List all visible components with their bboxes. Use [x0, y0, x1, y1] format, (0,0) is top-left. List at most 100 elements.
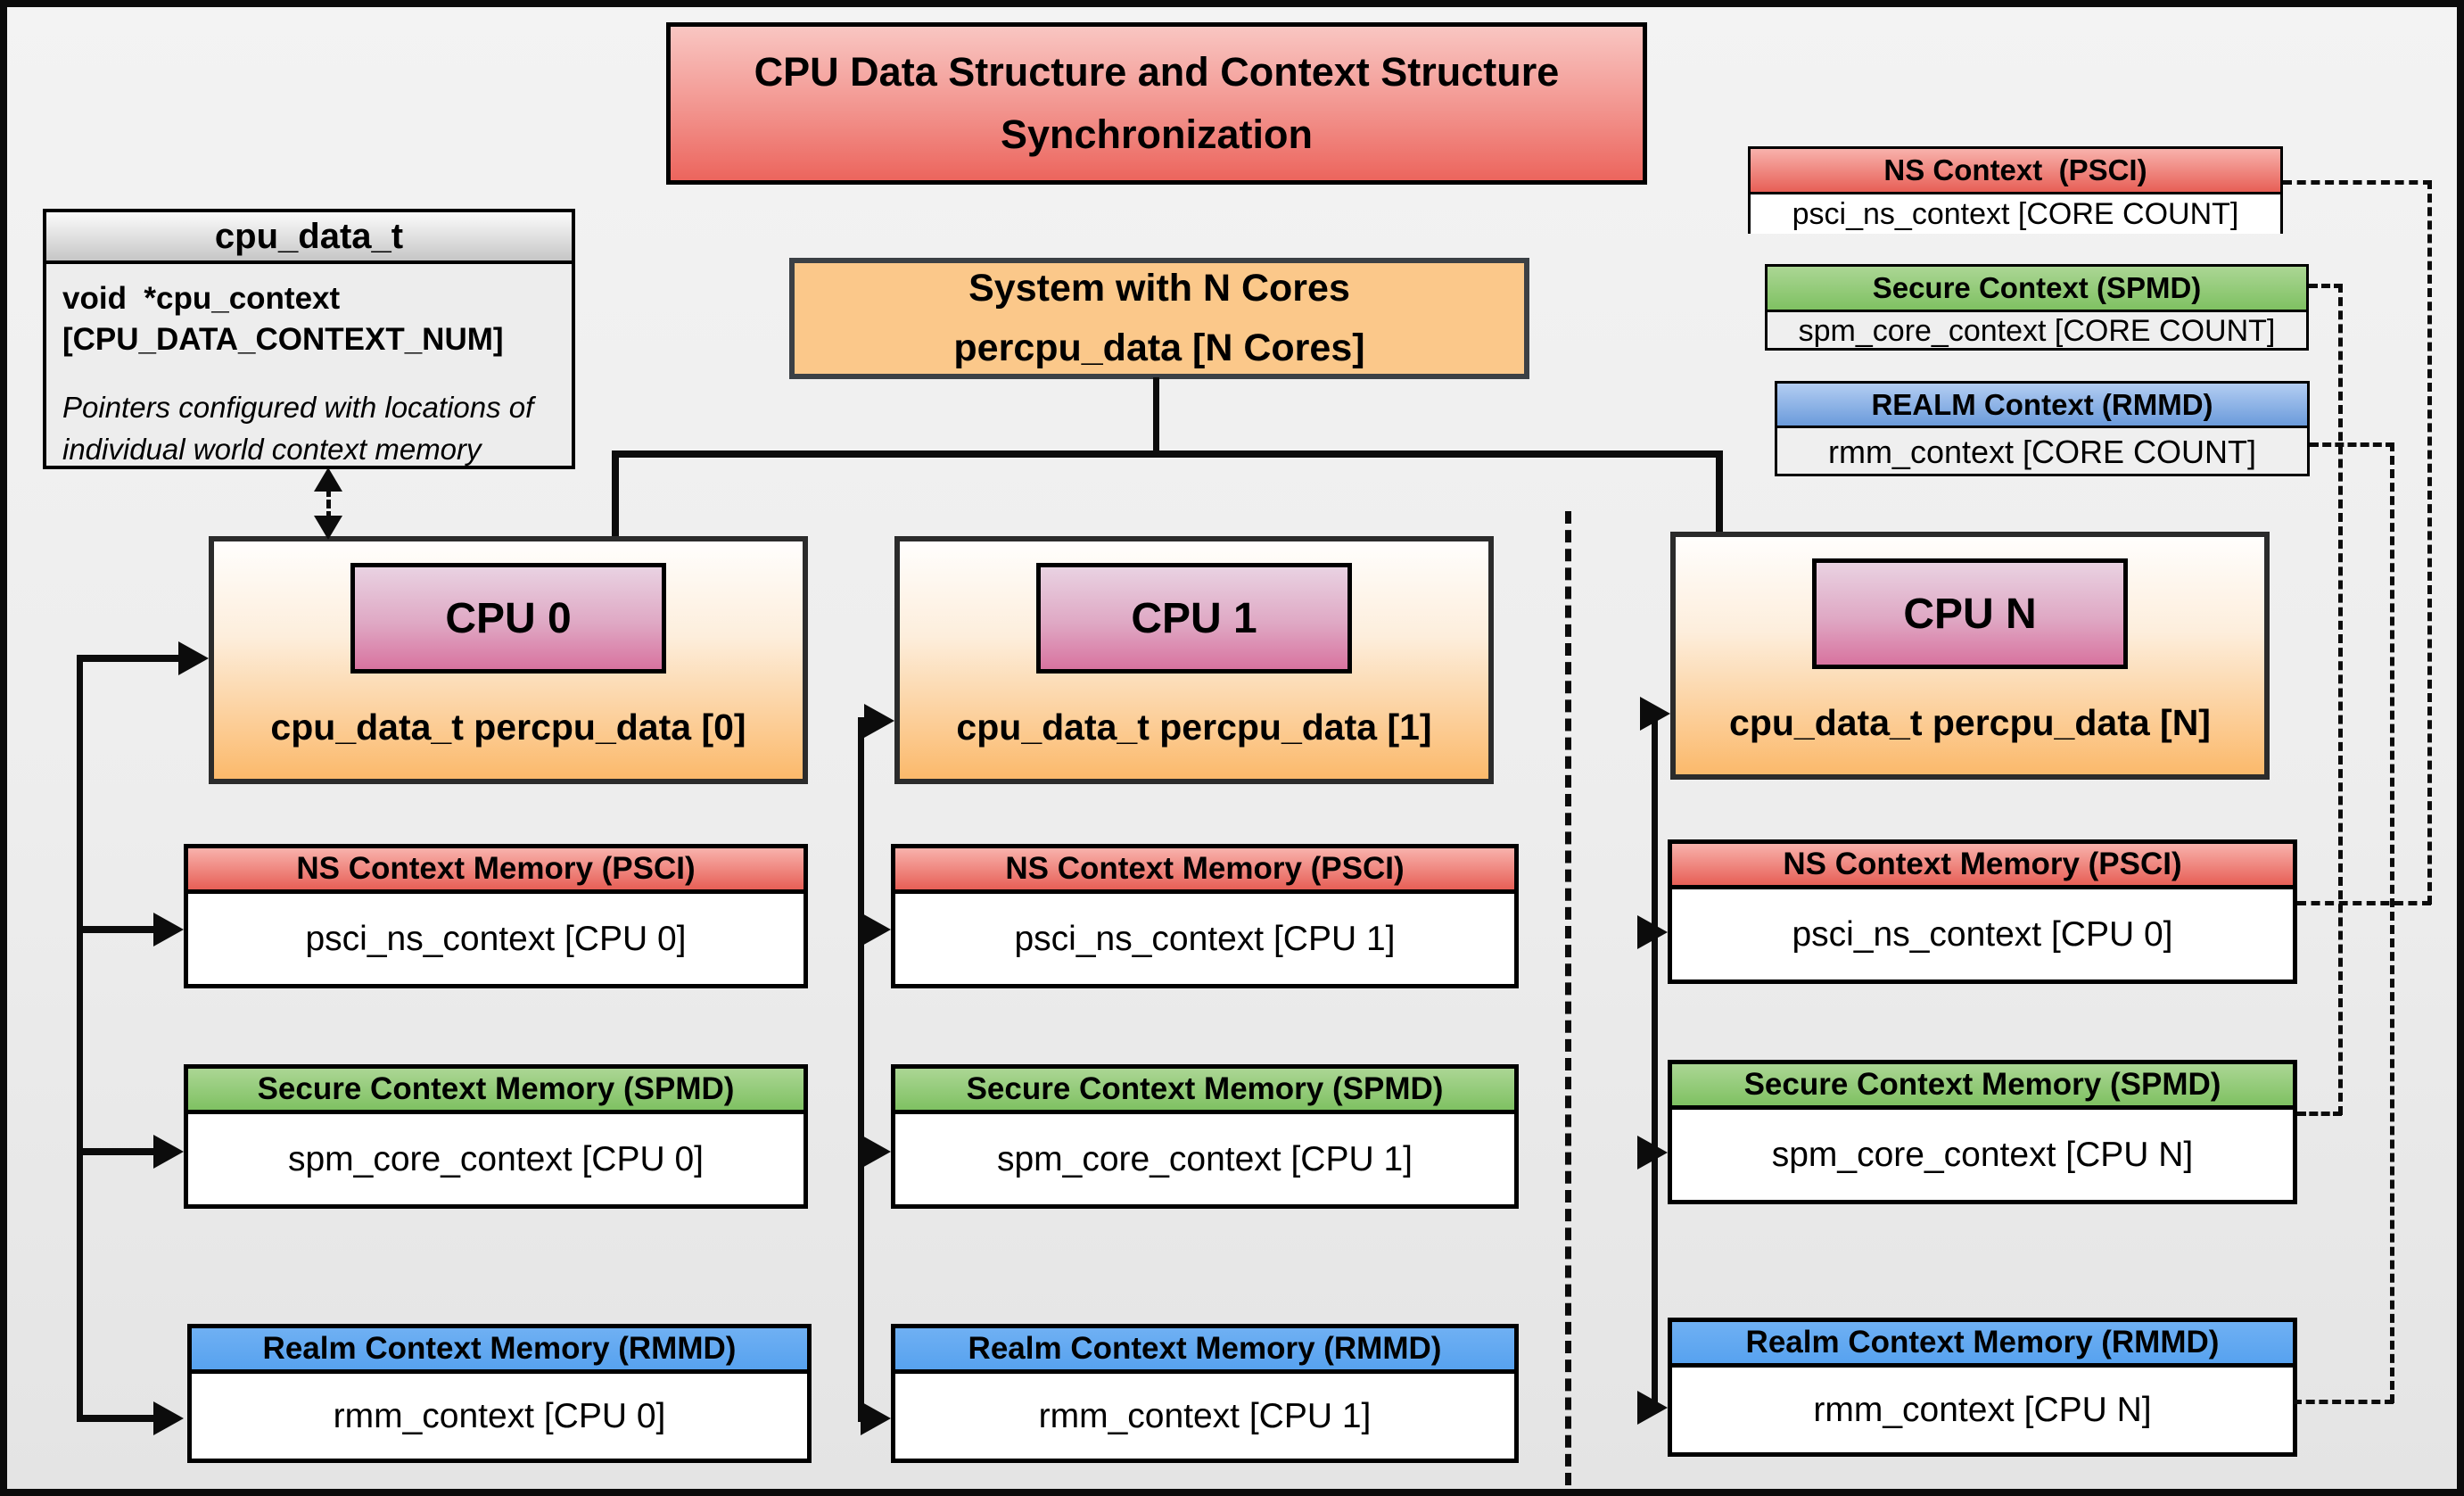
- ctx-realm-cpu1-text: rmm_context [CPU 1]: [1038, 1396, 1372, 1435]
- connector-secure-dash-v: [2338, 284, 2343, 1115]
- ctx-ns-cpuN-header: NS Context Memory (PSCI): [1672, 844, 2293, 889]
- legend-secure-title: Secure Context (SPMD): [1872, 271, 2202, 304]
- connector-system-vertical: [1153, 377, 1159, 454]
- legend-realm-text: rmm_context [CORE COUNT]: [1827, 434, 2257, 470]
- connector-bus-horizontal: [612, 450, 1723, 458]
- connector-ns-dash-h1: [2283, 180, 2432, 185]
- legend-realm-body: rmm_context [CORE COUNT]: [1777, 428, 2307, 476]
- arrowhead-right: [1637, 1136, 1668, 1170]
- connector-bus-drop-right: [1716, 450, 1723, 532]
- connector-secure-dash-h2: [2297, 1112, 2342, 1116]
- cpu0-data-label: cpu_data_t percpu_data [0]: [270, 707, 746, 748]
- cpu-data-struct-box: cpu_data_t void *cpu_context [CPU_DATA_C…: [43, 209, 575, 469]
- diagram-title: CPU Data Structure and Context Structure…: [754, 49, 1570, 157]
- ctx-ns-cpuN-title: NS Context Memory (PSCI): [1783, 847, 2182, 881]
- ctx-realm-cpu1-body: rmm_context [CPU 1]: [895, 1374, 1514, 1459]
- ctx-ns-cpuN-text: psci_ns_context [CPU 0]: [1792, 914, 2173, 954]
- struct-field-line2: [CPU_DATA_CONTEXT_NUM]: [62, 322, 504, 358]
- cpu1-box: CPU 1 cpu_data_t percpu_data [1]: [894, 536, 1494, 784]
- connector-bus-drop-left: [612, 450, 619, 536]
- connector-cpu1-bus: [858, 721, 864, 1422]
- ctx-box-ns-cpu0: NS Context Memory (PSCI) psci_ns_context…: [184, 844, 808, 988]
- cpu1-label: CPU 1: [1131, 594, 1257, 642]
- cpu-data-struct-body: void *cpu_context [CPU_DATA_CONTEXT_NUM]…: [46, 264, 572, 484]
- ctx-ns-cpu0-body: psci_ns_context [CPU 0]: [188, 894, 803, 984]
- cpuN-label: CPU N: [1903, 590, 2037, 638]
- connector-cpu0-arrow4: [77, 1415, 153, 1422]
- arrowhead-right: [178, 641, 209, 675]
- arrowhead-up: [314, 467, 342, 492]
- connector-ns-dash-v: [2427, 180, 2432, 905]
- connector-cpu0-bus: [77, 658, 83, 1422]
- ctx-realm-cpu0-text: rmm_context [CPU 0]: [333, 1396, 666, 1435]
- connector-cpu0-arrow3: [77, 1148, 153, 1155]
- connector-secure-dash-h1: [2309, 284, 2343, 288]
- connector-cpuN-bus: [1652, 710, 1658, 1411]
- arrowhead-right: [153, 1135, 184, 1169]
- connector-cpu0-arrow2: [77, 926, 153, 933]
- connector-cpu1-arrow1: [858, 717, 869, 724]
- ctx-box-secure-cpu0: Secure Context Memory (SPMD) spm_core_co…: [184, 1064, 808, 1209]
- legend-ns-title: NS Context (PSCI): [1883, 153, 2147, 186]
- struct-field-line1: void *cpu_context: [62, 281, 341, 316]
- ctx-realm-cpuN-body: rmm_context [CPU N]: [1672, 1368, 2293, 1452]
- ctx-secure-cpu0-text: spm_core_context [CPU 0]: [287, 1139, 705, 1178]
- ctx-realm-cpu1-title: Realm Context Memory (RMMD): [968, 1331, 1442, 1366]
- connector-struct-dashed: [326, 488, 331, 520]
- ctx-ns-cpu1-body: psci_ns_context [CPU 1]: [895, 894, 1514, 984]
- connector-ns-dash-h2: [2297, 901, 2431, 905]
- ctx-realm-cpuN-header: Realm Context Memory (RMMD): [1672, 1322, 2293, 1368]
- cpuN-label-box: CPU N: [1812, 558, 2128, 669]
- legend-secure-header: Secure Context (SPMD): [1768, 267, 2306, 312]
- cpu-data-struct-header: cpu_data_t: [46, 212, 572, 264]
- ctx-secure-cpuN-header: Secure Context Memory (SPMD): [1672, 1064, 2293, 1110]
- cpu0-label-box: CPU 0: [350, 563, 666, 674]
- ctx-ns-cpu1-text: psci_ns_context [CPU 1]: [1014, 919, 1396, 958]
- ctx-realm-cpu0-title: Realm Context Memory (RMMD): [262, 1331, 737, 1366]
- system-line1: System with N Cores: [968, 267, 1350, 310]
- ctx-ns-cpu0-title: NS Context Memory (PSCI): [296, 851, 696, 886]
- cpuN-data-label: cpu_data_t percpu_data [N]: [1729, 702, 2211, 743]
- diagram-title-box: CPU Data Structure and Context Structure…: [666, 22, 1647, 185]
- arrowhead-right: [861, 1135, 891, 1169]
- ctx-secure-cpu1-header: Secure Context Memory (SPMD): [895, 1069, 1514, 1114]
- ctx-secure-cpu0-header: Secure Context Memory (SPMD): [188, 1069, 803, 1114]
- ctx-box-realm-cpu0: Realm Context Memory (RMMD) rmm_context …: [187, 1324, 812, 1463]
- ctx-box-ns-cpuN: NS Context Memory (PSCI) psci_ns_context…: [1668, 839, 2297, 984]
- ctx-realm-cpu0-header: Realm Context Memory (RMMD): [192, 1328, 807, 1374]
- cpu1-label-box: CPU 1: [1036, 563, 1352, 674]
- arrowhead-down: [314, 516, 342, 540]
- ctx-realm-cpuN-title: Realm Context Memory (RMMD): [1745, 1325, 2220, 1360]
- system-line2: percpu_data [N Cores]: [953, 326, 1365, 369]
- legend-realm-box: REALM Context (RMMD) rmm_context [CORE C…: [1775, 381, 2310, 476]
- ctx-ns-cpu0-header: NS Context Memory (PSCI): [188, 848, 803, 894]
- connector-realm-dash-h2: [2293, 1400, 2394, 1404]
- connector-realm-dash-h1: [2310, 442, 2394, 447]
- cpu0-box: CPU 0 cpu_data_t percpu_data [0]: [209, 536, 808, 784]
- ctx-secure-cpuN-title: Secure Context Memory (SPMD): [1743, 1067, 2221, 1102]
- legend-ns-box: NS Context (PSCI) psci_ns_context [CORE …: [1748, 146, 2283, 234]
- ctx-box-secure-cpu1: Secure Context Memory (SPMD) spm_core_co…: [891, 1064, 1519, 1209]
- legend-ns-text: psci_ns_context [CORE COUNT]: [1792, 196, 2239, 231]
- ctx-realm-cpuN-text: rmm_context [CPU N]: [1813, 1390, 2152, 1429]
- cpu-data-struct-title: cpu_data_t: [214, 216, 404, 256]
- ctx-ns-cpu1-title: NS Context Memory (PSCI): [1005, 851, 1405, 886]
- ctx-secure-cpu1-body: spm_core_context [CPU 1]: [895, 1114, 1514, 1204]
- legend-realm-title: REALM Context (RMMD): [1871, 387, 2213, 421]
- connector-realm-dash-v: [2390, 442, 2394, 1403]
- cpu1-data-label: cpu_data_t percpu_data [1]: [956, 707, 1432, 748]
- connector-column-divider: [1565, 511, 1571, 1485]
- ctx-realm-cpu1-header: Realm Context Memory (RMMD): [895, 1328, 1514, 1374]
- arrowhead-right: [1640, 697, 1670, 731]
- legend-secure-box: Secure Context (SPMD) spm_core_context […: [1765, 264, 2309, 351]
- arrowhead-right: [864, 704, 894, 738]
- ctx-box-ns-cpu1: NS Context Memory (PSCI) psci_ns_context…: [891, 844, 1519, 988]
- ctx-secure-cpu0-title: Secure Context Memory (SPMD): [257, 1071, 735, 1106]
- legend-ns-body: psci_ns_context [CORE COUNT]: [1751, 194, 2280, 234]
- ctx-ns-cpuN-body: psci_ns_context [CPU 0]: [1672, 889, 2293, 979]
- ctx-secure-cpuN-text: spm_core_context [CPU N]: [1771, 1135, 2194, 1174]
- ctx-secure-cpuN-body: spm_core_context [CPU N]: [1672, 1110, 2293, 1200]
- legend-secure-text: spm_core_context [CORE COUNT]: [1798, 314, 2276, 348]
- ctx-ns-cpu1-header: NS Context Memory (PSCI): [895, 848, 1514, 894]
